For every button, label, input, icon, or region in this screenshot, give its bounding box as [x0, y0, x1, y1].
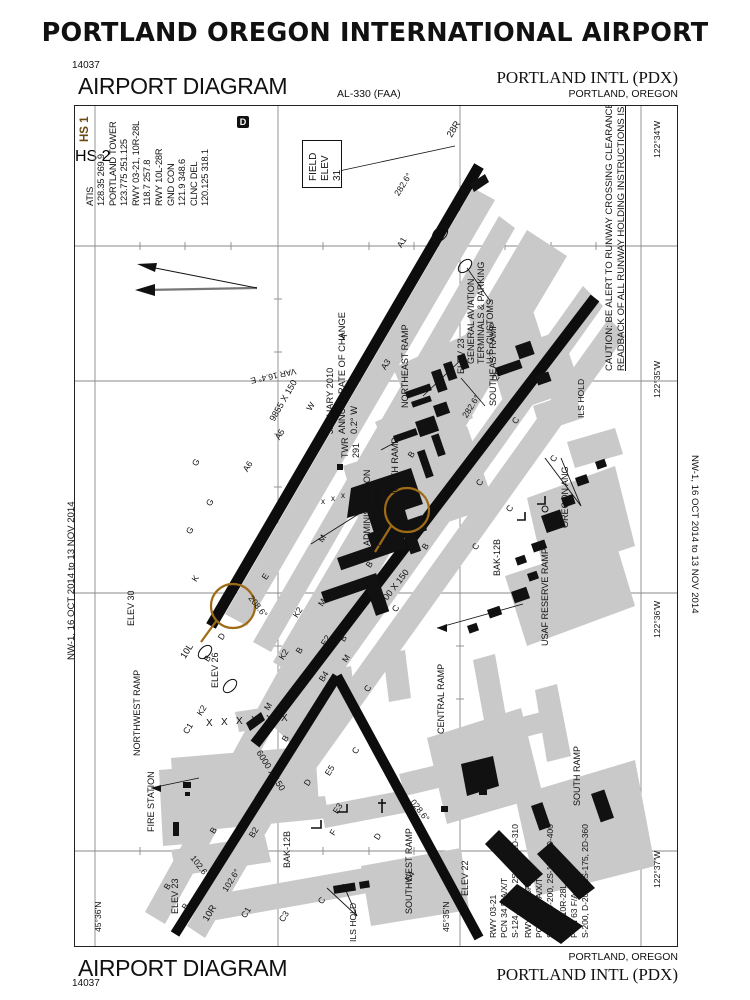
al-number: AL-330 (FAA)	[337, 88, 401, 100]
hot-spot-1-leader	[374, 525, 392, 553]
tower-symbol	[337, 464, 343, 470]
rwy-0321-strength: S-124, D-170, 2S-175, 2D-310	[510, 824, 520, 938]
label-northeast-ramp-1: NORTHEAST RAMP	[400, 324, 410, 408]
magvar-rate-value: 0.2° W	[349, 406, 359, 434]
label-arresting-gear-1: BAK-12B	[492, 538, 502, 576]
longitude-label-122-37: 122°37'W	[652, 850, 662, 888]
hot-spot-2-leader	[200, 619, 218, 643]
chart-number-bottom: 14037	[72, 978, 100, 989]
footer-airport-diagram-label: AIRPORT DIAGRAM	[78, 955, 288, 981]
rwy-10r28l-pcn: PCN 63 F/A/X/T	[569, 877, 579, 938]
label-elev-03: ELEV 22	[460, 860, 470, 896]
airport-map: XXX XXX xxx	[75, 106, 677, 946]
field-elev-label-2: ELEV	[320, 155, 331, 181]
svg-text:X: X	[281, 713, 288, 724]
magvar-rate-label: ANNUAL RATE OF CHANGE	[337, 312, 347, 434]
label-central-ramp: CENTRAL RAMP	[436, 663, 446, 734]
header-airport-identifier: PORTLAND INTL (PDX)	[496, 68, 678, 87]
rwy-10l28r-pcn: PCN 63 F/A/X/T	[534, 877, 544, 938]
field-elev-value: 31	[332, 169, 343, 181]
latitude-label-45-36: 45°36'N	[93, 901, 103, 932]
svg-text:X: X	[221, 717, 228, 728]
footer-airport-identifier: PORTLAND INTL (PDX)	[496, 965, 678, 984]
hot-spot-2-label: HS 2	[75, 148, 111, 165]
comm-line-rwy0321-label: RWY 03-21, 10R-28L	[131, 121, 141, 206]
comm-line-rwy0321-freq: 118.7 257.8	[142, 159, 152, 206]
edition-text-right: NW-1, 16 OCT 2014 to 13 NOV 2014	[689, 455, 700, 614]
rwy-0321-name: RWY 03-21	[488, 894, 498, 938]
map-marks: XXX XXX xxx	[135, 145, 582, 917]
magvar-date: JANUARY 2010	[325, 367, 335, 434]
communications-block: ATIS 128.35 269.9 PORTLAND TOWER 123.775…	[81, 110, 261, 206]
comm-line-clncdel-label: CLNC DEL	[189, 161, 199, 206]
field-elevation-box: FIELD ELEV 31	[302, 140, 343, 188]
hot-spot-1-text: HS 1	[79, 116, 91, 142]
comm-line-atis-freq: 128.35 269.9	[96, 154, 106, 206]
header-city-state: PORTLAND, OREGON	[568, 88, 679, 100]
comm-line-gndcon-label: GND CON	[166, 163, 176, 206]
rwy-10r28l-name: RWY 10R-28L	[558, 884, 568, 938]
label-ils-hold-2: ILS HOLD	[348, 902, 358, 942]
buildings	[173, 340, 615, 944]
svg-text:x: x	[341, 491, 345, 500]
ils-hold-2-text: ILS HOLD	[348, 902, 358, 942]
caution-line-2: READBACK OF ALL RUNWAY HOLDING INSTRUCTI…	[616, 105, 627, 371]
latitude-label-45-35: 45°35'N	[441, 901, 451, 932]
rwy-10r28l-strength: S-200, D-200, 2S-175, 2D-360	[580, 824, 590, 938]
header-airport-diagram-label: AIRPORT DIAGRAM	[78, 73, 288, 99]
svg-text:X: X	[236, 716, 243, 727]
label-northwest-ramp: NORTHWEST RAMP	[132, 669, 142, 756]
comm-line-tower-freq: 123.775 251.125	[119, 139, 129, 206]
runway-03-21-upper	[332, 673, 484, 941]
label-oregon-ang: OREGON ANG	[560, 466, 570, 528]
comm-line-rwy10l-label: RWY 10L-28R	[154, 148, 164, 206]
hot-spot-2-circle	[209, 582, 257, 630]
label-ils-hold-1: ILS HOLD	[576, 378, 586, 418]
edition-text-left: NW-1, 16 OCT 2014 to 13 NOV 2014	[66, 501, 77, 660]
svg-text:X: X	[266, 714, 273, 725]
hot-spot-1-circle	[383, 486, 431, 534]
diagram-frame: XXX XXX xxx	[74, 105, 678, 947]
longitude-label-122-36: 122°36'W	[652, 600, 662, 638]
svg-text:x: x	[331, 494, 335, 503]
chart-number-top: 14037	[72, 60, 100, 71]
comm-line-tower-label: PORTLAND TOWER	[108, 121, 118, 206]
comm-line-atis-label: ATIS	[85, 186, 95, 206]
label-elev-28L: ELEV 23	[456, 338, 466, 374]
rwy-0321-pcn: PCN 34 F/A/X/T	[499, 877, 509, 938]
ils-hold-1-text: ILS HOLD	[576, 378, 586, 418]
longitude-label-122-34: 122°34'W	[652, 120, 662, 158]
longitude-label-122-35: 122°35'W	[652, 360, 662, 398]
runway-10L-28R	[206, 163, 484, 629]
label-south-ramp: SOUTH RAMP	[572, 745, 582, 806]
footer-city-state: PORTLAND, OREGON	[568, 951, 679, 963]
label-administration-terminal: ADMINISTRATION AND TERMINAL	[362, 469, 382, 546]
field-elev-label-1: FIELD	[308, 152, 319, 181]
label-general-aviation: GENERAL AVIATION TERMINALS & PARKING U.S…	[466, 261, 496, 364]
comm-line-clncdel-freq: 120.125 318.1	[200, 149, 210, 206]
label-elev-10L: ELEV 30	[126, 590, 136, 626]
caution-line-1: CAUTION: BE ALERT TO RUNWAY CROSSING CLE…	[604, 105, 615, 371]
label-fire-station: FIRE STATION	[146, 771, 156, 832]
svg-text:X: X	[206, 718, 213, 729]
label-arresting-gear-2: BAK-12B	[282, 830, 292, 868]
svg-text:x: x	[321, 497, 325, 506]
runway-data-block: RWY 03-21 PCN 34 F/A/X/T S-124, D-170, 2…	[488, 824, 599, 938]
page-title: PORTLAND OREGON INTERNATIONAL AIRPORT	[41, 18, 709, 48]
magnetic-variation-arrow	[135, 263, 258, 296]
atis-d-badge: D	[237, 116, 249, 128]
runway-03-21-lower	[170, 673, 342, 937]
rwy-10l28r-name: RWY 10L-28R	[523, 884, 533, 938]
label-tower: TWR	[340, 437, 350, 459]
rwy-10l28r-strength: S-200, D-200, 2S-175, 2D-400	[545, 824, 555, 938]
label-north-ramp: NORTH RAMP	[390, 437, 400, 498]
comm-line-gndcon-freq: 121.9 348.6	[177, 159, 187, 206]
label-elev-10R: ELEV 23	[170, 878, 180, 914]
label-usaf-reserve-ramp: USAF RESERVE RAMP	[540, 548, 550, 646]
label-tower-elev: 291	[351, 442, 361, 458]
